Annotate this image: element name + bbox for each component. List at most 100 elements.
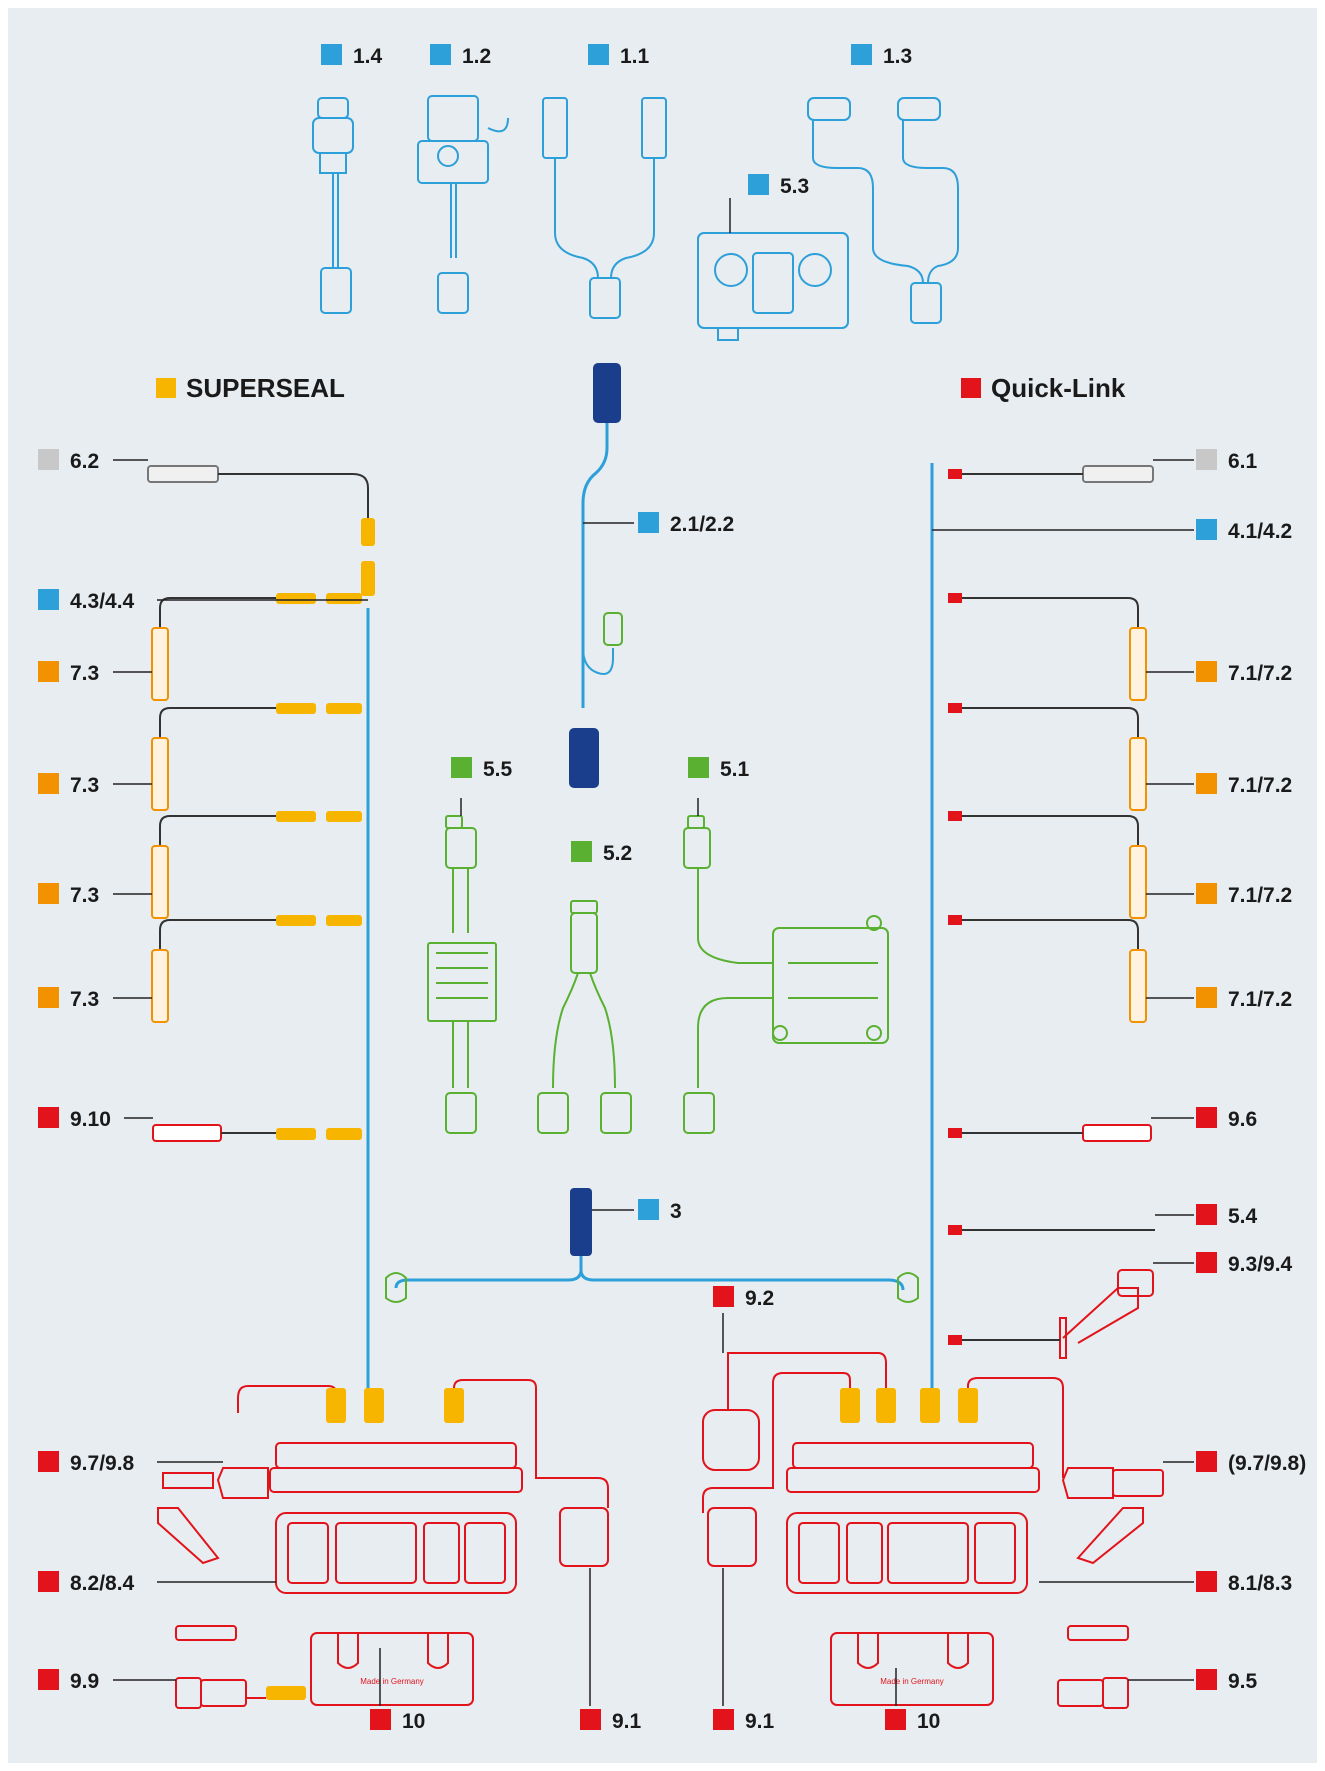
part-number: 9.1: [745, 1710, 775, 1733]
marker-cable-left: [159, 597, 276, 628]
part-label-9-1a: 9.1: [580, 1709, 642, 1733]
quicklink-plug: [948, 915, 962, 925]
part-number: 9.3/9.4: [1228, 1253, 1293, 1276]
trunk-cable-2-1: [569, 363, 623, 788]
superseal-plug: [276, 593, 316, 604]
color-code-swatch: [370, 1709, 391, 1730]
superseal-plug: [326, 703, 362, 714]
part-label-6-1: 6.1: [1153, 449, 1258, 473]
cable-1-3: [807, 97, 959, 324]
superseal-plug: [276, 811, 316, 822]
module-5-5: [427, 815, 497, 1134]
part-label-5-2: 5.2: [571, 841, 632, 865]
part-number: 10: [402, 1710, 425, 1733]
part-number: 10: [917, 1710, 940, 1733]
color-code-swatch: [1196, 1571, 1217, 1592]
part-number: 8.2/8.4: [70, 1572, 135, 1595]
color-code-swatch: [580, 1709, 601, 1730]
color-code-swatch: [748, 174, 769, 195]
part-number: 9.2: [745, 1287, 774, 1310]
part-number: 7.3: [70, 662, 99, 685]
part-label-1-2: 1.2: [430, 44, 491, 68]
left-red-light-9-10: [152, 1124, 362, 1142]
module-5-1: [683, 815, 889, 1134]
module-5-2: [537, 900, 632, 1134]
part-label-10b: 10: [885, 1709, 940, 1733]
color-code-swatch: [1196, 1451, 1217, 1472]
part-number: 5.4: [1228, 1205, 1258, 1228]
part-label-4-3-4-4: 4.3/4.4: [38, 589, 368, 613]
lamp-embossing-right: Made in Germany: [880, 1677, 944, 1686]
part-number: 1.4: [353, 45, 383, 68]
color-code-swatch: [321, 44, 342, 65]
part-label-5-5: 5.5: [451, 757, 513, 781]
part-label-8-1-8-3: 8.1/8.3: [1039, 1571, 1292, 1595]
part-label-9-5: 9.5: [1128, 1669, 1258, 1693]
part-label-7-1-7-2a: 7.1/7.2: [1146, 661, 1292, 685]
wiring-diagram: Made in Germany Made in Germany SUPERSEA…: [8, 8, 1317, 1763]
color-code-swatch: [38, 773, 59, 794]
part-number: 7.3: [70, 988, 99, 1011]
part-label-4-1-4-2: 4.1/4.2: [932, 519, 1292, 543]
color-code-swatch: [38, 1571, 59, 1592]
side-marker-light-left: [151, 627, 169, 701]
color-code-swatch: [713, 1709, 734, 1730]
part-number: 3: [670, 1200, 682, 1223]
right-lamp-yellow-plugs: [840, 1388, 978, 1423]
part-number: 9.1: [612, 1710, 642, 1733]
color-code-swatch: [38, 661, 59, 682]
part-label-2-1-2-2: 2.1/2.2: [583, 512, 734, 536]
color-code-swatch: [588, 44, 609, 65]
color-code-swatch: [638, 1199, 659, 1220]
superseal-plug: [326, 915, 362, 926]
color-code-swatch: [1196, 773, 1217, 794]
marker-cable-right: [962, 919, 1139, 950]
color-code-swatch: [638, 512, 659, 533]
color-code-swatch: [1196, 1107, 1217, 1128]
color-code-swatch: [713, 1286, 734, 1307]
side-marker-light-right: [1129, 845, 1147, 919]
cable-1-1: [542, 97, 667, 319]
part-label-7-3c: 7.3: [38, 883, 152, 907]
part-number: 7.3: [70, 774, 99, 797]
part-label-7-3d: 7.3: [38, 987, 152, 1011]
color-code-swatch: [1196, 1252, 1217, 1273]
part-number: 8.1/8.3: [1228, 1572, 1292, 1595]
part-number: 6.1: [1228, 450, 1258, 473]
part-label-1-3: 1.3: [851, 44, 912, 68]
superseal-plug: [276, 703, 316, 714]
part-number: 5.1: [720, 758, 750, 781]
part-label-5-1: 5.1: [688, 757, 750, 781]
part-number: 1.3: [883, 45, 912, 68]
part-label-8-2-8-4: 8.2/8.4: [38, 1571, 276, 1595]
part-label-9-6: 9.6: [1151, 1107, 1257, 1131]
part-label-9-2: 9.2: [713, 1286, 774, 1310]
part-label-5-4: 5.4: [1155, 1204, 1258, 1228]
color-code-swatch: [1196, 449, 1217, 470]
color-code-swatch: [1196, 987, 1217, 1008]
side-marker-light-left: [151, 949, 169, 1023]
right-cable-5-4: [948, 1225, 1155, 1235]
part-number: 5.2: [603, 842, 632, 865]
legend-quicklink: Quick-Link: [961, 373, 1126, 403]
superseal-plug: [326, 593, 362, 604]
part-number: 7.1/7.2: [1228, 988, 1292, 1011]
quicklink-plug: [948, 593, 962, 603]
part-number: 4.1/4.2: [1228, 520, 1292, 543]
wiring-diagram-canvas: Made in Germany Made in Germany SUPERSEA…: [38, 44, 1306, 1733]
left-rear-lamp: [157, 1379, 609, 1709]
side-marker-light-left: [151, 737, 169, 811]
color-code-swatch: [38, 1451, 59, 1472]
marker-cable-right: [962, 597, 1139, 628]
part-number: 7.1/7.2: [1228, 884, 1292, 907]
part-label-6-2: 6.2: [38, 449, 148, 473]
color-code-swatch: [451, 757, 472, 778]
marker-cable-right: [962, 707, 1139, 738]
left-side-markers: [151, 593, 362, 1023]
part-label-9-7-9-8: 9.7/9.8: [38, 1451, 223, 1475]
legend-quicklink-label: Quick-Link: [991, 373, 1126, 403]
side-marker-light-right: [1129, 737, 1147, 811]
part-number: 9.9: [70, 1670, 99, 1693]
left-grey-light-6-2: [147, 465, 375, 596]
part-label-9-3-9-4: 9.3/9.4: [1153, 1252, 1293, 1276]
